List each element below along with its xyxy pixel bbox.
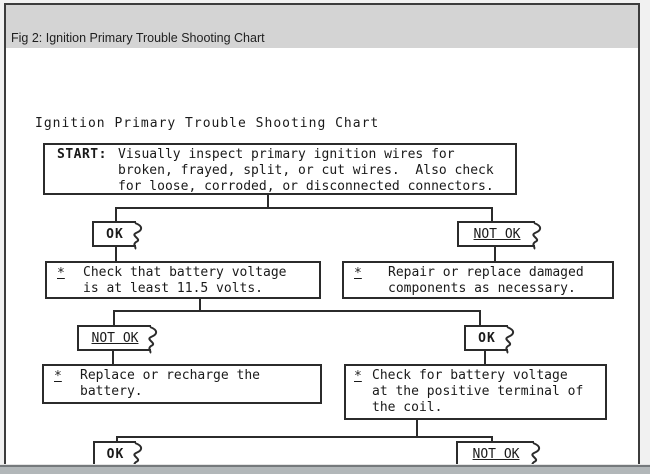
action-box-replace-battery: * Replace or recharge the battery. (42, 364, 322, 404)
box-line: Replace or recharge the (80, 368, 261, 383)
box-line: at the positive terminal of (372, 384, 584, 399)
torn-edge-icon (532, 222, 542, 250)
connector-line (484, 350, 486, 366)
figure-title: Ignition Primary Trouble Shooting Chart (35, 116, 380, 131)
decision-tag-notok-3: NOT OK (456, 441, 541, 470)
decision-tag-ok-2: OK (464, 325, 515, 354)
box-line: Repair or replace damaged (388, 265, 584, 280)
tag-label: NOT OK (91, 330, 139, 346)
connector-line (115, 246, 117, 262)
connector-line (479, 310, 481, 326)
start-line-3: for loose, corroded, or disconnected con… (118, 179, 494, 194)
tag-label: NOT OK (472, 446, 520, 462)
box-line: is at least 11.5 volts. (83, 281, 264, 296)
torn-edge-icon (505, 326, 515, 354)
title-bar: Fig 2: Ignition Primary Trouble Shooting… (6, 5, 638, 48)
start-keyword: START: (57, 147, 107, 162)
box-line: Check for battery voltage (372, 368, 568, 383)
connector-line (116, 436, 493, 438)
connector-line (115, 207, 493, 209)
connector-line (416, 419, 418, 438)
connector-line (116, 436, 118, 442)
connector-line (267, 194, 269, 209)
connector-line (112, 350, 114, 366)
tag-label: OK (106, 446, 125, 462)
decision-tag-notok-2: NOT OK (77, 325, 158, 354)
start-box: START: Visually inspect primary ignition… (43, 143, 517, 195)
torn-edge-icon (148, 326, 158, 354)
connector-line (199, 298, 201, 312)
box-line: components as necessary. (388, 281, 576, 296)
footnote-marker: * (354, 266, 362, 281)
start-line-2: broken, frayed, split, or cut wires. Als… (118, 163, 494, 178)
decision-tag-ok-1: OK (92, 221, 143, 250)
tag-label: OK (106, 226, 124, 242)
connector-line (491, 436, 493, 442)
torn-edge-icon (133, 222, 143, 250)
footnote-marker: * (54, 369, 62, 384)
connector-line (491, 207, 493, 222)
action-box-repair: * Repair or replace damaged components a… (342, 261, 614, 299)
connector-line (115, 207, 117, 222)
horizontal-scrollbar[interactable] (0, 464, 650, 474)
box-line: battery. (80, 384, 143, 399)
box-line: Check that battery voltage (83, 265, 287, 280)
box-line: the coil. (372, 400, 443, 415)
connector-line (494, 246, 496, 262)
connector-line (113, 310, 481, 312)
action-box-battery-check: * Check that battery voltage is at least… (45, 261, 321, 299)
footnote-marker: * (57, 266, 65, 281)
connector-line (113, 310, 115, 326)
tag-label: NOT OK (473, 226, 521, 242)
decision-tag-notok-1: NOT OK (457, 221, 542, 250)
footnote-marker: * (354, 369, 362, 384)
start-line-1: Visually inspect primary ignition wires … (118, 147, 455, 162)
action-box-coil-check: * Check for battery voltage at the posit… (344, 364, 607, 420)
tag-label: OK (478, 330, 496, 346)
title-bar-label: Fig 2: Ignition Primary Trouble Shooting… (11, 31, 265, 45)
